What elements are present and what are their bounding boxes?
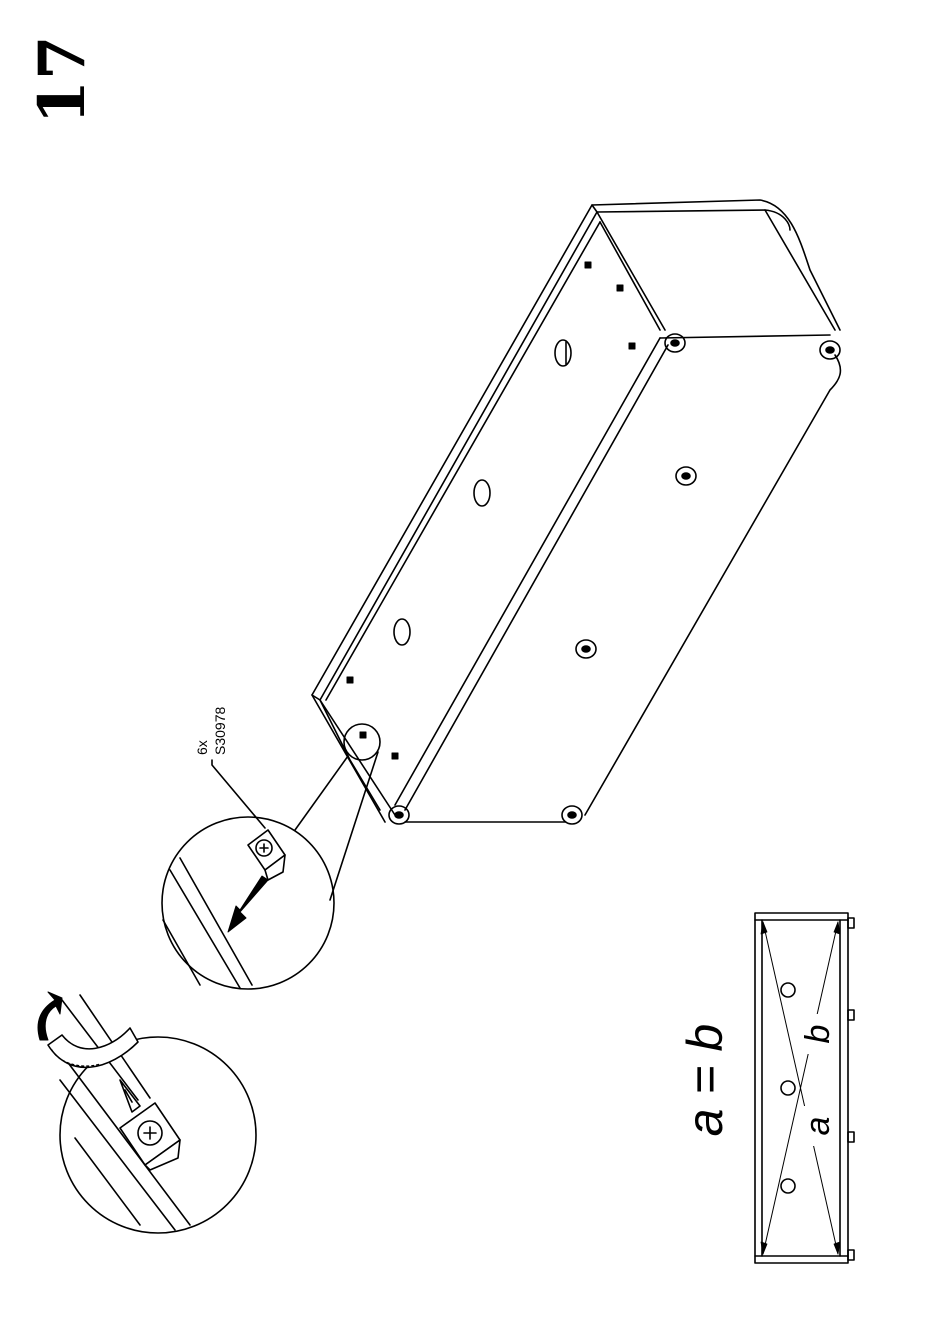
callout-leader-b [330, 752, 378, 900]
squareness-equation: a = b [675, 995, 735, 1165]
corner-brackets [347, 262, 635, 759]
insert-direction-arrow-icon [228, 876, 268, 932]
back-panel-holes [394, 340, 571, 645]
rotate-clockwise-arrow-icon [38, 992, 138, 1067]
squareness-check-diagram [755, 913, 854, 1263]
cabinet-feet [389, 334, 840, 824]
diagonal-label-b: b [798, 1014, 838, 1054]
callout-leader-a [295, 756, 348, 830]
cabinet-body [312, 200, 840, 822]
detail-callout-marker [344, 724, 380, 760]
diagonal-label-a: a [798, 1106, 838, 1146]
